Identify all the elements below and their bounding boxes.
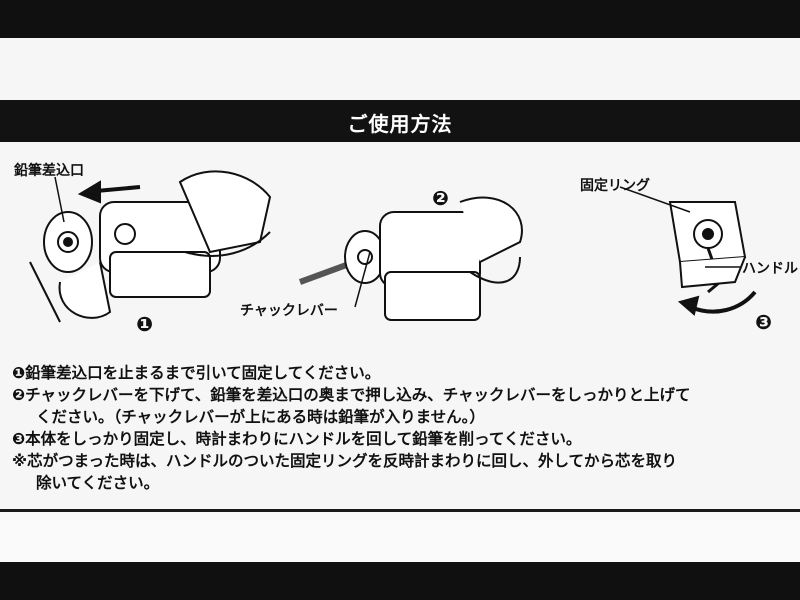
instruction-note-line-2: 除いてください。 [36, 474, 160, 492]
instruction-step-1: ❶鉛筆差込口を止まるまで引いて固定してください。 [12, 364, 381, 382]
label-chuck-lever: チャックレバー [240, 303, 338, 319]
instruction-step-2-line-1: ❷チャックレバーを下げて、鉛筆を差込口の奥まで押し込み、チャックレバーをしっかり… [12, 386, 691, 404]
header-band [0, 100, 800, 142]
step1-illustration [29, 170, 272, 323]
label-handle: ハンドル [742, 261, 798, 277]
label-pencil-inlet: 鉛筆差込口 [14, 163, 84, 179]
step-number-3: ❸ [755, 310, 772, 334]
step-number-2: ❷ [432, 186, 449, 210]
instruction-step-2-line-2: ください。（チャックレバーが上にある時は鉛筆が入りません。） [36, 408, 485, 426]
label-fixed-ring: 固定リング [580, 178, 650, 194]
page-title: ご使用方法 [347, 112, 453, 136]
bottom-band [0, 512, 800, 562]
instruction-step-3: ❸本体をしっかり固定し、時計まわりにハンドルを回して鉛筆を削ってください。 [12, 430, 582, 448]
pull-arrow-icon [77, 180, 101, 204]
instruction-note-line-1: ※芯がつまった時は、ハンドルのついた固定リングを反時計まわりに回し、外してから芯… [12, 452, 677, 470]
step2-illustration [298, 196, 523, 321]
step-number-1: ❶ [136, 312, 153, 336]
usage-illustrations [29, 170, 757, 323]
bottom-rule [0, 509, 800, 512]
instructions-text: ❶鉛筆差込口を止まるまで引いて固定してください。 ❷チャックレバーを下げて、鉛筆… [12, 362, 792, 494]
rotate-arrow-icon [677, 295, 700, 316]
step3-illustration [668, 201, 757, 316]
